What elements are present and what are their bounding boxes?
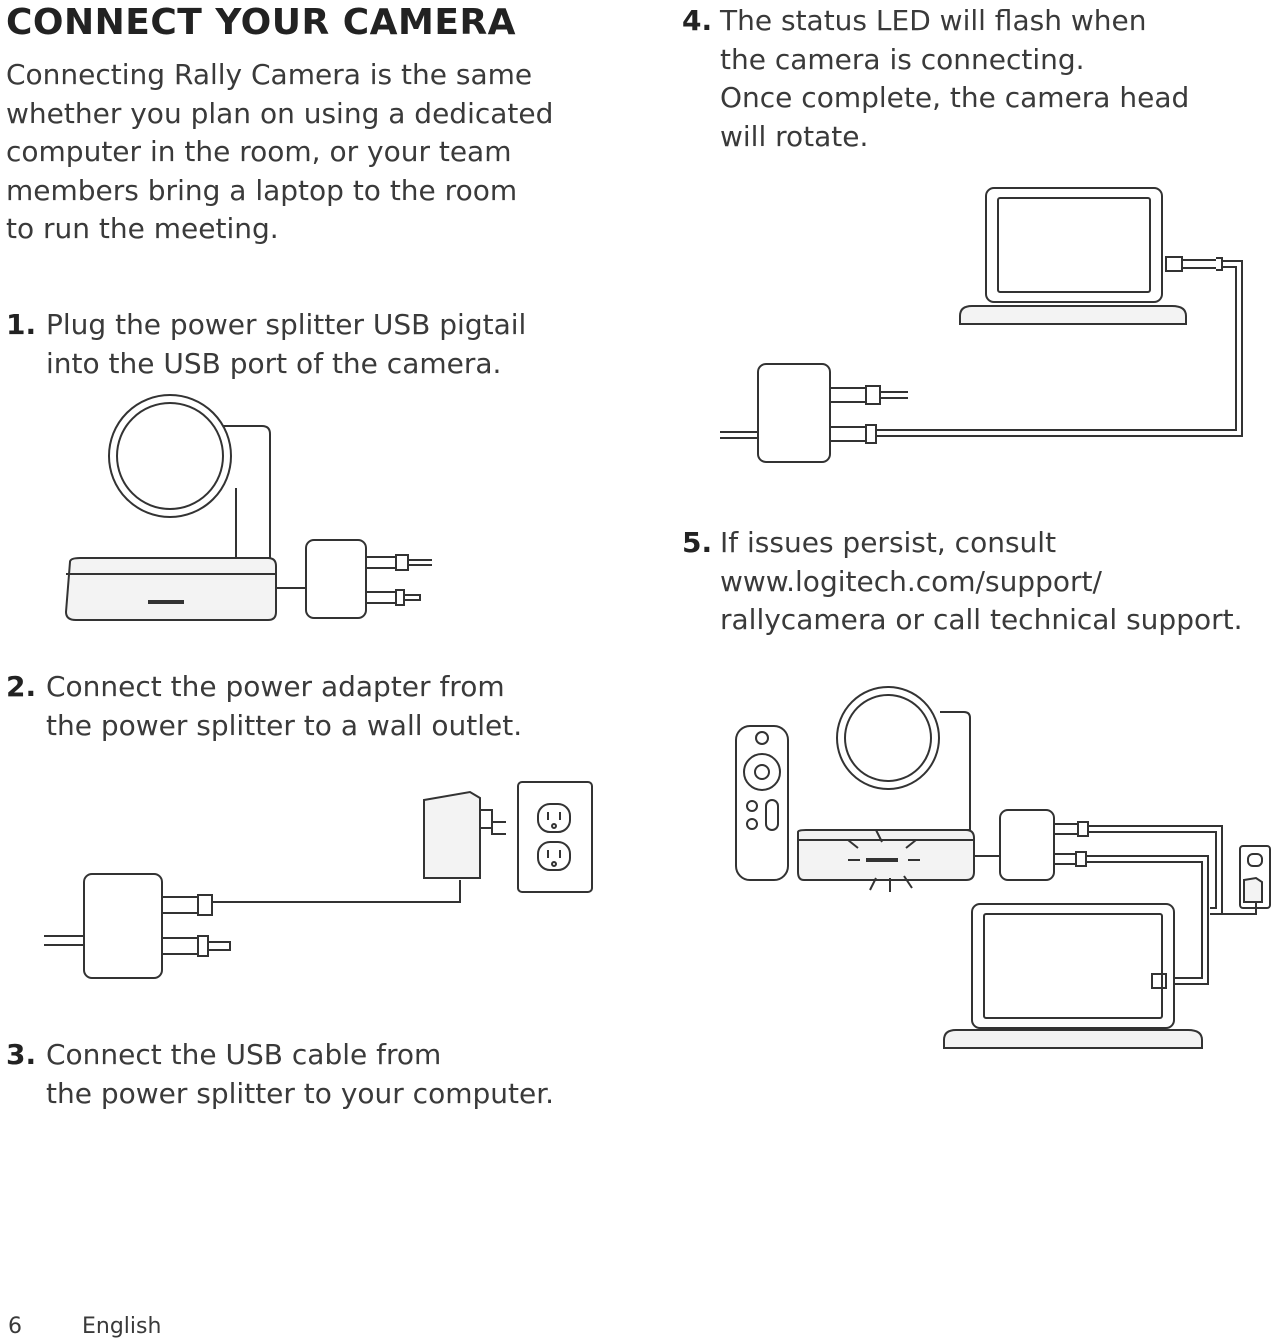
step-text-line: Plug the power splitter USB pigtail xyxy=(46,308,527,341)
step-number: 1. xyxy=(6,308,37,341)
intro-line: whether you plan on using a dedicated xyxy=(6,96,554,130)
intro-line: members bring a laptop to the room xyxy=(6,173,518,207)
wall-outlet-icon xyxy=(1216,846,1270,914)
camera-icon xyxy=(798,687,974,892)
intro-line: computer in the room, or your team xyxy=(6,135,512,168)
step-text-line: Once complete, the camera head xyxy=(720,81,1190,114)
splitter-to-wall-outlet-illustration xyxy=(40,770,600,990)
page-number: 6 xyxy=(8,1314,22,1339)
intro-paragraph: Connecting Rally Camera is the same whet… xyxy=(6,56,606,249)
step-text-line: the camera is connecting. xyxy=(720,42,1085,76)
footer-language: English xyxy=(82,1314,162,1339)
step-number: 2. xyxy=(6,670,37,703)
step-text-line: www.logitech.com/support/ xyxy=(720,564,1102,598)
step-2: 2. Connect the power adapter from the po… xyxy=(6,668,606,748)
remote-control-icon xyxy=(736,726,788,880)
step-text-line: will rotate. xyxy=(720,119,869,153)
step-text-line: into the USB port of the camera. xyxy=(46,346,502,380)
intro-line: Connecting Rally Camera is the same xyxy=(6,58,533,91)
step-3: 3. Connect the USB cable from the power … xyxy=(6,1036,626,1116)
step-text-line: the power splitter to your computer. xyxy=(46,1076,555,1110)
step-text-line: rallycamera or call technical support. xyxy=(720,603,1243,636)
splitter-to-laptop-illustration xyxy=(716,184,1256,474)
page-title: CONNECT YOUR CAMERA xyxy=(6,2,517,43)
step-text-line: If issues persist, consult xyxy=(720,526,1057,559)
step-text-line: the power splitter to a wall outlet. xyxy=(46,708,523,742)
camera-with-splitter-illustration xyxy=(0,390,460,630)
step-1: 1. Plug the power splitter USB pigtail i… xyxy=(6,306,606,386)
step-text-line: Connect the power adapter from xyxy=(46,670,505,703)
step-text-line: Connect the USB cable from xyxy=(46,1038,442,1071)
step-number: 3. xyxy=(6,1038,37,1071)
step-5: 5. If issues persist, consult www.logite… xyxy=(682,524,1278,644)
step-text-line: The status LED will flash when xyxy=(720,4,1147,37)
step-number: 4. xyxy=(682,4,713,37)
intro-line: to run the meeting. xyxy=(6,212,279,245)
full-setup-illustration xyxy=(730,682,1280,1054)
step-number: 5. xyxy=(682,526,713,559)
laptop-icon xyxy=(944,904,1202,1048)
step-4: 4. The status LED will flash when the ca… xyxy=(682,2,1272,162)
